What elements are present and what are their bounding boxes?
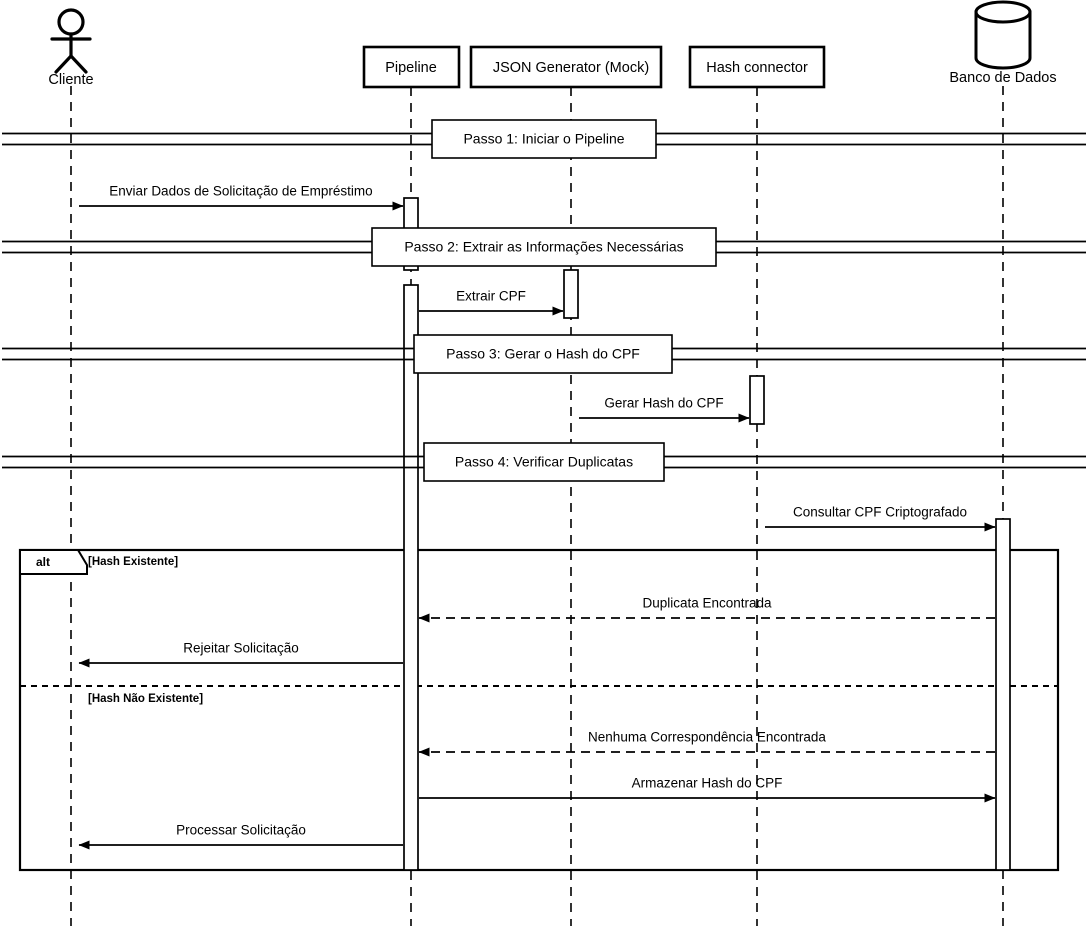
alt-fragment: alt [Hash Existente] [Hash Não Existente] xyxy=(18,548,1060,872)
activation-bar-banco xyxy=(995,518,1011,871)
message-m3[interactable]: Gerar Hash do CPF xyxy=(579,396,750,423)
step-box-passo4 xyxy=(423,442,665,482)
alt-fragment-border xyxy=(18,548,1060,872)
message-m4[interactable]: Consultar CPF Criptografado xyxy=(765,505,996,532)
message-m2[interactable]: Extrair CPF xyxy=(419,289,564,316)
alt-guard-label-0: [Hash Existente] xyxy=(88,556,178,568)
step-label-passo1: Passo 1: Iniciar o Pipeline xyxy=(463,131,624,147)
alt-guard-label-1: [Hash Não Existente] xyxy=(88,693,203,705)
step-label-passo4: Passo 4: Verificar Duplicatas xyxy=(455,454,633,470)
participant-label-pipeline: Pipeline xyxy=(385,60,437,76)
alt-fragment-tag-label: alt xyxy=(36,555,50,569)
participant-box-pipeline[interactable] xyxy=(362,45,461,89)
message-label-m2: Extrair CPF xyxy=(456,289,526,304)
message-label-m9: Processar Solicitação xyxy=(176,823,306,838)
participant-hashconn[interactable]: Hash connector xyxy=(688,45,826,89)
message-label-m3: Gerar Hash do CPF xyxy=(604,396,723,411)
step-passo3: Passo 3: Gerar o Hash do CPF xyxy=(2,334,1086,374)
actor-head-icon xyxy=(57,8,85,36)
step-passo1: Passo 1: Iniciar o Pipeline xyxy=(2,119,1086,159)
activation-bar-jsongen xyxy=(563,269,579,319)
participant-banco[interactable]: Banco de Dados xyxy=(949,0,1057,86)
activation-bar-hashconn xyxy=(749,375,765,425)
participant-box-hashconn[interactable] xyxy=(688,45,826,89)
participant-label-banco: Banco de Dados xyxy=(949,70,1056,86)
activation-bar-pipeline xyxy=(403,284,419,871)
step-passo4: Passo 4: Verificar Duplicatas xyxy=(2,442,1086,482)
message-label-m6: Rejeitar Solicitação xyxy=(183,641,299,656)
participant-label-hashconn: Hash connector xyxy=(706,60,808,76)
messages-layer: Enviar Dados de Solicitação de Empréstim… xyxy=(78,184,996,850)
message-label-m1: Enviar Dados de Solicitação de Empréstim… xyxy=(109,184,372,199)
message-m7[interactable]: Nenhuma Correspondência Encontrada xyxy=(418,730,995,757)
step-box-passo3 xyxy=(413,334,673,374)
actor-icon xyxy=(50,8,92,74)
participant-jsongen[interactable]: JSON Generator (Mock) xyxy=(469,45,663,89)
message-label-m5: Duplicata Encontrada xyxy=(642,596,772,611)
step-box-passo1 xyxy=(431,119,657,159)
database-top-icon xyxy=(974,0,1032,24)
participant-label-cliente: Cliente xyxy=(48,72,93,88)
message-m5[interactable]: Duplicata Encontrada xyxy=(418,596,995,623)
participant-cliente[interactable]: Cliente xyxy=(48,8,94,88)
message-label-m4: Consultar CPF Criptografado xyxy=(793,505,967,520)
step-label-passo3: Passo 3: Gerar o Hash do CPF xyxy=(446,346,640,362)
actor-leg-left-icon xyxy=(54,54,73,74)
participant-label-jsongen: JSON Generator (Mock) xyxy=(493,60,649,76)
step-box-passo2 xyxy=(371,227,717,267)
step-label-passo2: Passo 2: Extrair as Informações Necessár… xyxy=(404,239,683,255)
alt-fragment-layer: alt [Hash Existente] [Hash Não Existente] xyxy=(18,548,1060,872)
message-m9[interactable]: Processar Solicitação xyxy=(78,823,403,850)
participant-heads-layer: Cliente Pipeline JSON Generator (Mock) Hash… xyxy=(48,0,1057,89)
database-icon xyxy=(974,0,1032,70)
message-label-m8: Armazenar Hash do CPF xyxy=(632,776,783,791)
message-m1[interactable]: Enviar Dados de Solicitação de Empréstim… xyxy=(79,184,404,211)
step-passo2: Passo 2: Extrair as Informações Necessár… xyxy=(2,227,1086,267)
database-body-icon xyxy=(974,10,1032,70)
participant-box-jsongen[interactable] xyxy=(469,45,663,89)
participant-pipeline[interactable]: Pipeline xyxy=(362,45,461,89)
alt-fragment-tag xyxy=(19,549,88,575)
message-m8[interactable]: Armazenar Hash do CPF xyxy=(419,776,996,803)
message-label-m7: Nenhuma Correspondência Encontrada xyxy=(588,730,826,745)
message-m6[interactable]: Rejeitar Solicitação xyxy=(78,641,403,668)
actor-leg-right-icon xyxy=(69,54,88,74)
